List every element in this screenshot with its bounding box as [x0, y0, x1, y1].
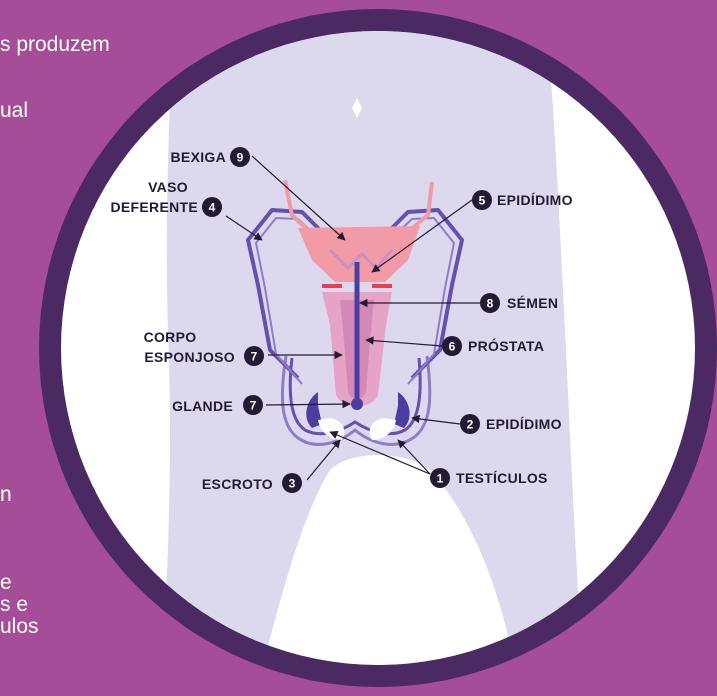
- label-escroto: ESCROTO 3: [202, 473, 302, 493]
- label-bexiga-text: BEXIGA: [171, 149, 226, 165]
- label-semen: 8 SÉMEN: [480, 293, 558, 313]
- badge-semen-num: 8: [487, 297, 494, 311]
- label-semen-text: SÉMEN: [507, 295, 558, 311]
- badge-prostata-num: 6: [449, 340, 456, 354]
- badge-epididimo-bottom-num: 2: [467, 418, 474, 432]
- label-testiculos-text: TESTÍCULOS: [456, 470, 548, 486]
- label-epididimo-bottom: 2 EPIDÍDIMO: [460, 414, 562, 434]
- badge-corpo-num: 7: [251, 350, 258, 364]
- label-epididimo-top-text: EPIDÍDIMO: [497, 192, 573, 208]
- glans-tip: [351, 398, 363, 410]
- label-vaso-line2: DEFERENTE: [111, 199, 199, 215]
- label-prostata: 6 PRÓSTATA: [442, 336, 544, 356]
- label-escroto-text: ESCROTO: [202, 476, 273, 492]
- badge-bexiga-num: 9: [237, 151, 244, 165]
- label-glande: GLANDE 7: [172, 395, 263, 415]
- label-epididimo-top: 5 EPIDÍDIMO: [472, 190, 573, 210]
- label-corpo-line2: ESPONJOSO: [144, 349, 235, 365]
- badge-escroto-num: 3: [289, 477, 296, 491]
- badge-epididimo-top-num: 5: [479, 194, 486, 208]
- badge-testiculos-num: 1: [437, 472, 444, 486]
- label-corpo-line1: CORPO: [144, 329, 197, 345]
- badge-glande-num: 7: [250, 399, 257, 413]
- label-vaso-line1: VASO: [148, 179, 188, 195]
- label-prostata-text: PRÓSTATA: [468, 337, 544, 354]
- label-bexiga: BEXIGA 9: [171, 147, 250, 167]
- label-glande-text: GLANDE: [172, 398, 233, 414]
- label-epididimo-bottom-text: EPIDÍDIMO: [486, 416, 562, 432]
- badge-vaso-num: 4: [209, 201, 216, 215]
